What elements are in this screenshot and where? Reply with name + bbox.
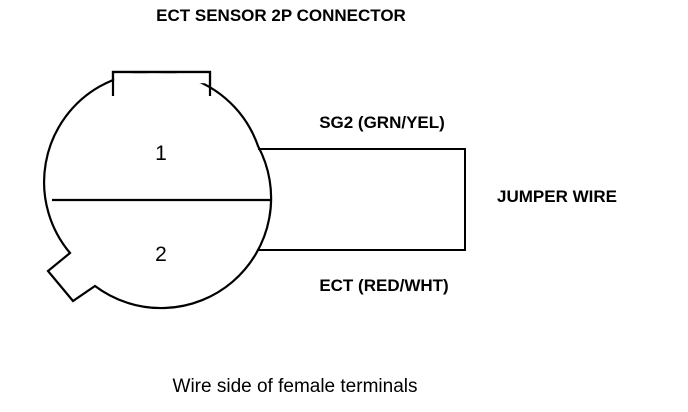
jumper-wire	[258, 148, 466, 251]
diagram-title: ECT SENSOR 2P CONNECTOR	[156, 6, 406, 25]
terminal-1-label: 1	[155, 142, 167, 165]
ect-wire-label: ECT (RED/WHT)	[319, 276, 448, 295]
connector-latch-outline	[111, 70, 212, 96]
diagram-caption: Wire side of female terminals	[173, 376, 418, 397]
jumper-wire-label: JUMPER WIRE	[497, 187, 617, 206]
connector-body	[42, 70, 273, 310]
terminal-2-label: 2	[155, 243, 167, 266]
sg2-wire-label: SG2 (GRN/YEL)	[319, 113, 445, 132]
connector-latch-fill	[114, 73, 209, 84]
